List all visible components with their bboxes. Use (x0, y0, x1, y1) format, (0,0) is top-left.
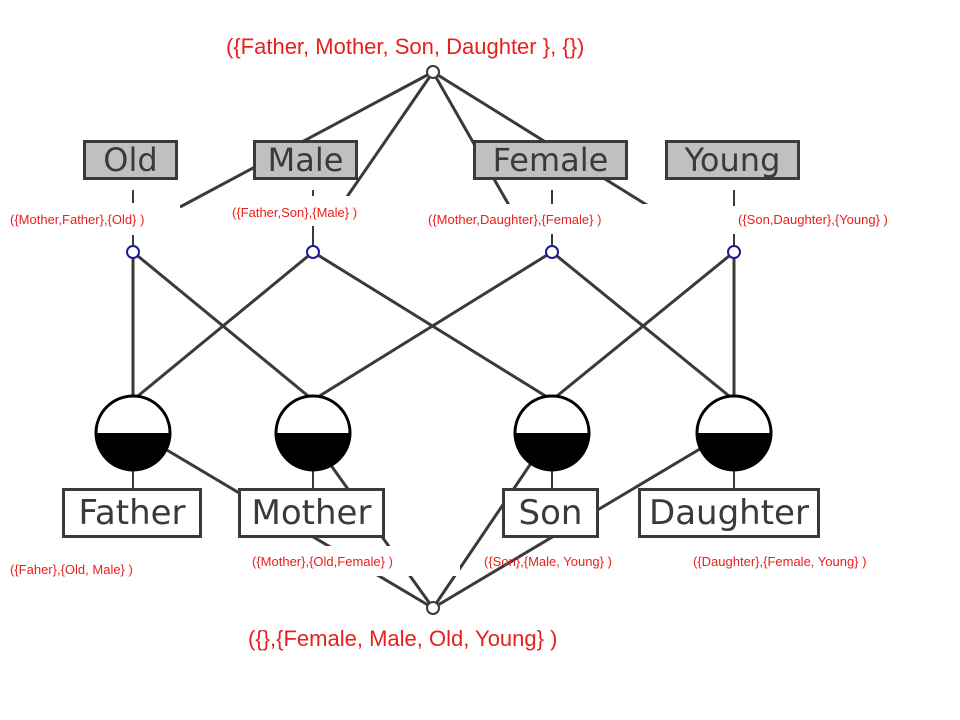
attr-label-male: ({Father,Son},{Male} ) (232, 205, 358, 220)
object-label-son: ({Son},{Male, Young} ) (484, 554, 612, 569)
bottom-concept-label: ({},{Female, Male, Old, Young} ) (248, 626, 558, 651)
top-concept-label: ({Father, Mother, Son, Daughter }, {}) (226, 34, 585, 59)
attr-node-female (545, 245, 559, 259)
edge-top-male (338, 71, 435, 208)
edge-son-bottom (431, 449, 542, 609)
top-node (426, 65, 440, 79)
object-node-mother (274, 394, 352, 472)
attr-node-male (306, 245, 320, 259)
edge-male-father (132, 250, 314, 402)
edge-top-young (432, 70, 651, 209)
attribute-box-male: Male (253, 140, 358, 180)
attr-label-female: ({Mother,Daughter},{Female} ) (428, 212, 602, 227)
object-node-son (513, 394, 591, 472)
attr-label-old: ({Mother,Father},{Old} ) (10, 212, 145, 227)
edge-top-old (179, 70, 434, 209)
object-label-daughter: ({Daughter},{Female, Young} ) (693, 554, 867, 569)
bottom-node (426, 601, 440, 615)
object-label-mother: ({Mother},{Old,Female} ) (252, 554, 393, 569)
attr-label-young: ({Son,Daughter},{Young} ) (738, 212, 888, 227)
object-node-father (94, 394, 172, 472)
object-node-daughter (695, 394, 773, 472)
object-box-mother: Mother (238, 488, 385, 538)
edge-top-female (431, 71, 512, 208)
label-mask-mother (245, 546, 460, 576)
attribute-box-old: Old (83, 140, 178, 180)
label-mask-female (422, 204, 677, 234)
object-box-daughter: Daughter (638, 488, 820, 538)
attribute-box-young: Young (665, 140, 800, 180)
edge-female-mother (312, 250, 553, 402)
attribute-box-female: Female (473, 140, 628, 180)
attr-node-old (126, 245, 140, 259)
object-box-son: Son (502, 488, 599, 538)
edge-young-son (551, 250, 735, 402)
label-mask-young (732, 206, 932, 234)
object-label-father: ({Faher},{Old, Male} ) (10, 562, 133, 577)
object-box-father: Father (62, 488, 202, 538)
label-mask-male (220, 196, 395, 226)
label-mask-old (5, 203, 180, 235)
attr-node-young (727, 245, 741, 259)
